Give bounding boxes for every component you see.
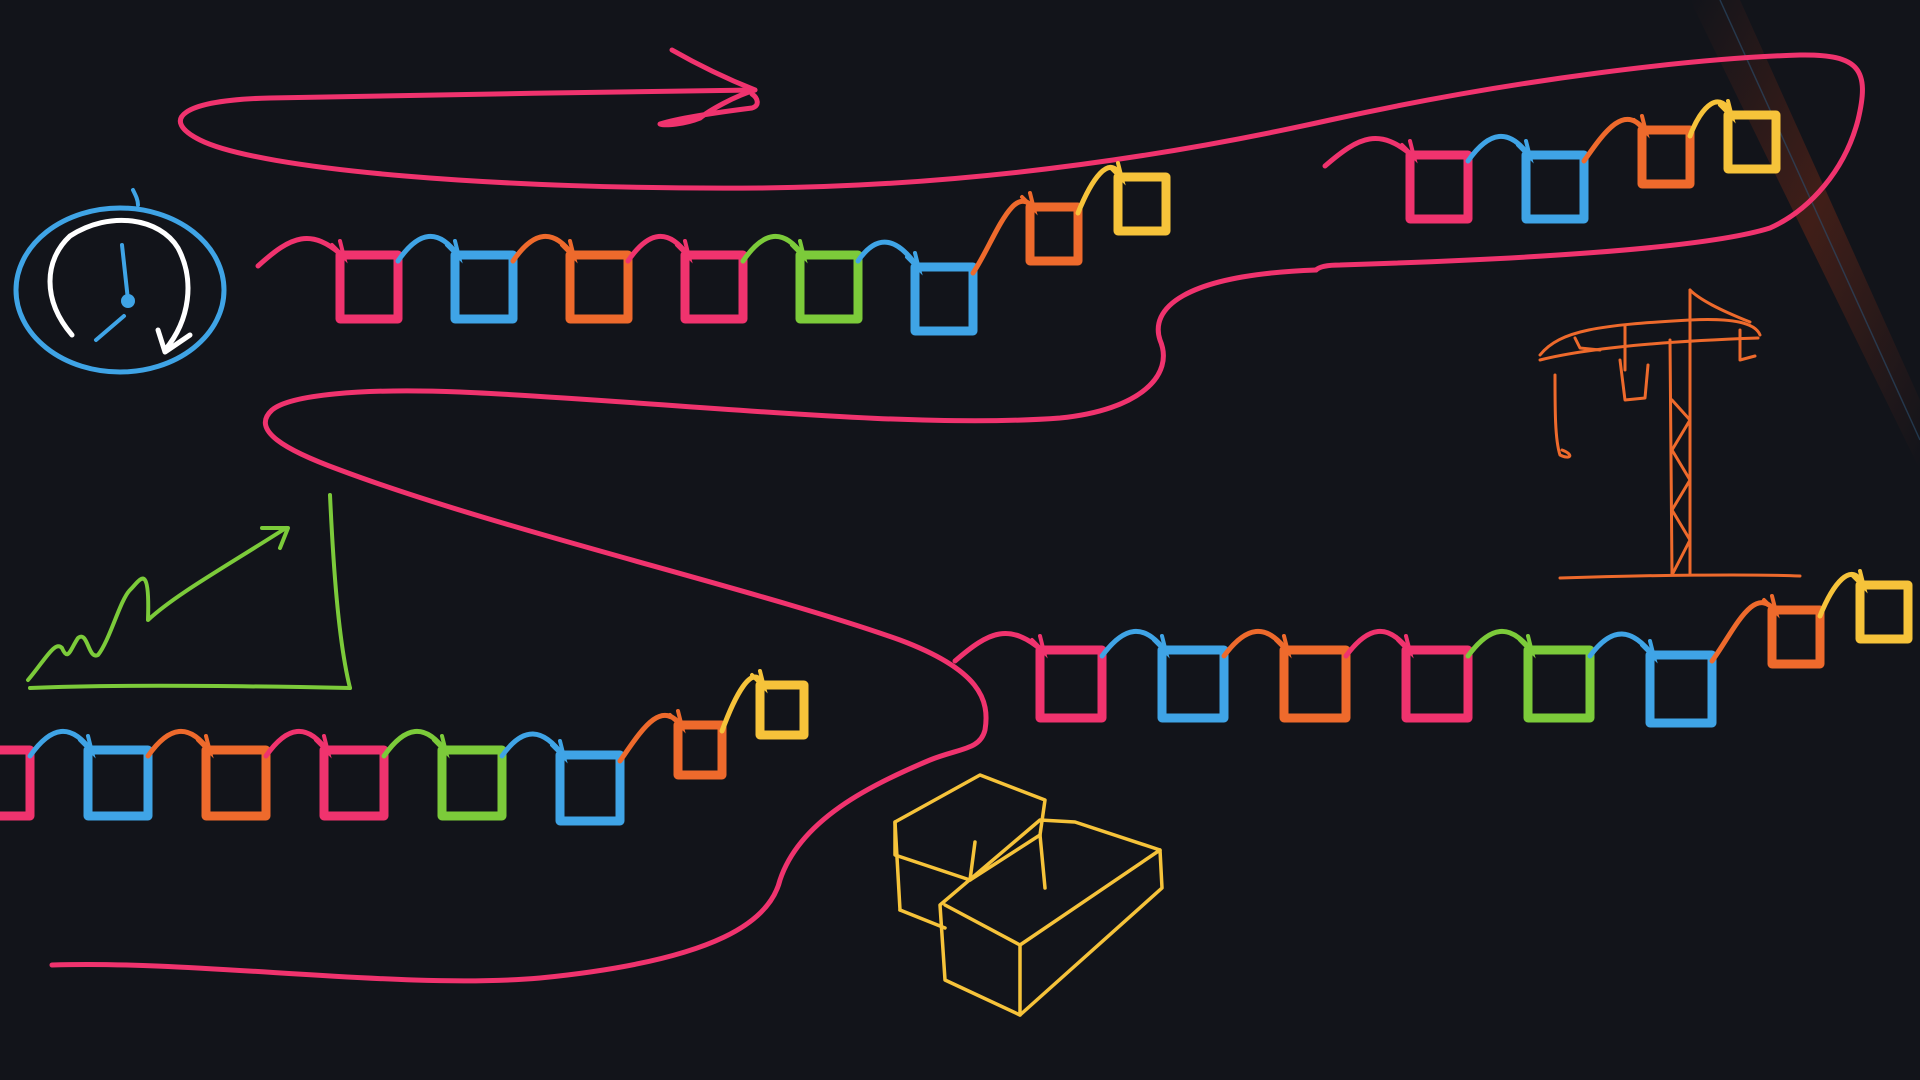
chain-block-pink xyxy=(680,250,748,324)
block-connector-arrow xyxy=(1075,164,1125,216)
stacked-blocks-icon xyxy=(893,773,1164,1017)
block-connector-arrow xyxy=(1709,600,1779,664)
chain-block-yellow xyxy=(1723,110,1781,174)
chain-block-blue xyxy=(1521,150,1589,224)
chain-block-blue xyxy=(83,745,153,821)
chain-block-pink xyxy=(0,745,35,821)
chain-block-orange xyxy=(1279,645,1351,723)
chain-block-green xyxy=(795,250,863,324)
chain-block-green xyxy=(437,745,507,821)
block-connector-arrow xyxy=(970,198,1037,276)
chain-block-yellow xyxy=(1855,580,1913,644)
block-connector-arrow xyxy=(617,712,685,764)
row-top-right xyxy=(1322,99,1781,224)
chain-block-blue xyxy=(910,262,978,336)
direction-arrow-icon xyxy=(177,47,1865,273)
block-chains xyxy=(0,99,1913,826)
chain-block-blue xyxy=(450,250,518,324)
row-middle xyxy=(952,569,1913,728)
growth-chart-icon xyxy=(26,493,352,690)
block-connector-arrow xyxy=(1581,116,1649,164)
chain-block-orange xyxy=(1025,202,1083,266)
row-bottom xyxy=(0,669,809,826)
block-connector-arrow xyxy=(855,239,922,272)
block-connector-arrow xyxy=(1322,136,1417,169)
chain-block-green xyxy=(1523,645,1595,723)
corner-glow xyxy=(1690,0,1920,470)
chain-block-orange xyxy=(1767,605,1825,669)
chain-block-orange xyxy=(673,720,727,780)
chain-block-blue xyxy=(1645,650,1717,728)
chain-block-pink xyxy=(335,250,403,324)
block-connector-arrow xyxy=(952,631,1047,664)
stopwatch-icon xyxy=(13,188,227,375)
chain-block-blue xyxy=(555,750,625,826)
block-connector-arrow xyxy=(719,674,767,734)
block-connector-arrow xyxy=(255,236,347,269)
tower-crane-icon xyxy=(1538,288,1802,580)
chain-block-orange xyxy=(201,745,271,821)
chain-block-yellow xyxy=(755,680,809,740)
chain-block-yellow xyxy=(1113,172,1171,236)
chain-block-pink xyxy=(1405,150,1473,224)
chain-block-orange xyxy=(565,250,633,324)
chain-block-pink xyxy=(1401,645,1473,723)
chain-block-orange xyxy=(1637,125,1695,189)
chain-block-pink xyxy=(319,745,389,821)
row-top-left xyxy=(255,161,1171,336)
chain-block-pink xyxy=(1035,645,1107,723)
chain-block-blue xyxy=(1157,645,1229,723)
winding-road-line xyxy=(49,267,1319,984)
